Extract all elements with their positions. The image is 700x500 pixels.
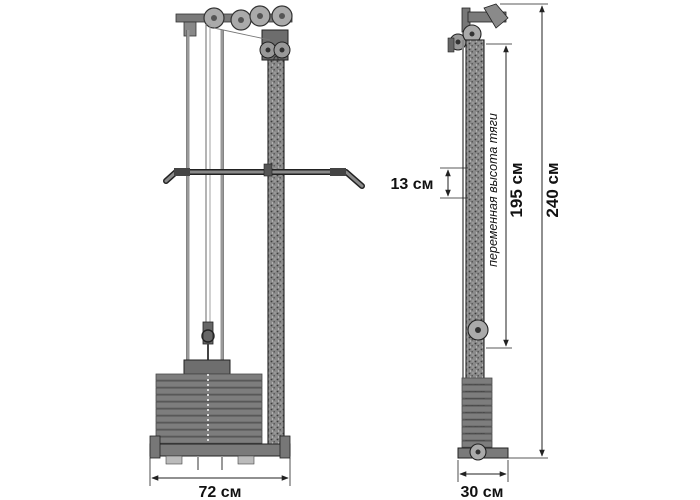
- pulley-icon: [203, 7, 225, 29]
- pulley-icon: [249, 5, 271, 27]
- cable-clip: [201, 321, 215, 360]
- pulley-icon: [469, 443, 487, 461]
- cable-to-column: [213, 27, 271, 41]
- side-weight-plate: [461, 419, 493, 427]
- base-frame: [149, 443, 291, 457]
- base-foot-left: [149, 435, 161, 459]
- column-pulley-block: [259, 29, 291, 61]
- weight-stack-icon: [461, 377, 493, 448]
- variable-pull-height-note: переменная высота тяги: [486, 113, 500, 267]
- weight-plate: [155, 422, 263, 430]
- side-weight-plate: [461, 433, 493, 441]
- weight-plate: [155, 387, 263, 395]
- side-weight-plate: [461, 377, 493, 385]
- main-column: [267, 59, 285, 449]
- side-weight-plate: [461, 398, 493, 406]
- pull-height-label: 195 см: [507, 162, 526, 217]
- height-label: 240 см: [543, 162, 562, 217]
- pulley-icon: [230, 9, 252, 31]
- side-weight-plate: [461, 405, 493, 413]
- base-foot-right: [279, 435, 291, 459]
- side-weight-plate: [461, 391, 493, 399]
- pulley-icon: [271, 5, 293, 27]
- depth-label: 30 см: [461, 484, 504, 500]
- top-plate: [183, 359, 231, 375]
- front-view: 72 см: [149, 5, 365, 500]
- side-weight-plate: [461, 412, 493, 420]
- weight-stack-icon: [155, 373, 263, 444]
- side-weight-plate: [461, 426, 493, 434]
- width-label: 72 см: [199, 484, 242, 500]
- base-bumper-left: [165, 455, 183, 465]
- pulley-icon: [467, 319, 489, 341]
- top-frame-bracket: [183, 21, 197, 37]
- side-view: 30 см 240 см 195 см переменная высота тя…: [391, 3, 562, 500]
- base-bumper-right: [237, 455, 255, 465]
- adjust-step-label: 13 см: [391, 176, 434, 193]
- pulley-icon: [462, 24, 482, 44]
- handle-bar-icon: [163, 163, 365, 189]
- side-weight-plate: [461, 384, 493, 392]
